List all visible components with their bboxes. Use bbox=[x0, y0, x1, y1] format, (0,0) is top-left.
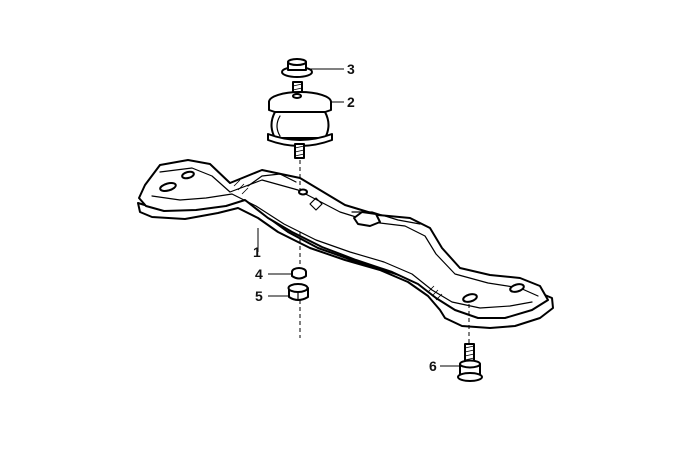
crossmember-top bbox=[138, 159, 549, 319]
callout-part-3: 3 bbox=[347, 61, 355, 77]
mount-rubber-line bbox=[276, 115, 281, 137]
crossmember-hole-right-b bbox=[509, 283, 525, 293]
lower-nut bbox=[287, 283, 309, 301]
crossmember-hole-left-b bbox=[181, 170, 195, 180]
rubber-mount bbox=[267, 91, 333, 159]
callout-part-5: 5 bbox=[255, 288, 263, 304]
upper-stud-thread bbox=[292, 83, 303, 99]
crossmember-ridge bbox=[247, 173, 297, 187]
callout-part-4: 4 bbox=[255, 266, 263, 282]
top-nut bbox=[281, 58, 313, 78]
mount-bottom-plate bbox=[267, 133, 333, 147]
crossmember-rib-lower bbox=[151, 193, 533, 309]
mount-lower-stud-thread bbox=[294, 145, 305, 157]
crossmember-slot bbox=[309, 197, 323, 211]
crossmember-hole-left-a bbox=[159, 182, 177, 192]
washer-edge bbox=[291, 271, 307, 280]
crossmember-hole-right-a bbox=[462, 293, 478, 303]
mount-top-hole bbox=[292, 93, 302, 99]
lower-nut-top bbox=[287, 283, 309, 293]
transmission-crossmember bbox=[137, 159, 554, 329]
top-nut-top bbox=[287, 58, 307, 66]
flange-bolt bbox=[457, 343, 483, 382]
callout-part-1: 1 bbox=[253, 244, 261, 260]
crossmember-hole-center bbox=[298, 188, 308, 196]
callout-part-2: 2 bbox=[347, 94, 355, 110]
crossmember-bracket bbox=[353, 211, 381, 227]
bolt-thread bbox=[464, 345, 475, 361]
bolt-head-top bbox=[459, 359, 481, 369]
crossmember-hatch bbox=[233, 179, 443, 301]
lower-washer bbox=[291, 267, 307, 280]
callout-part-6: 6 bbox=[429, 358, 437, 374]
bolt-flange bbox=[457, 372, 483, 382]
